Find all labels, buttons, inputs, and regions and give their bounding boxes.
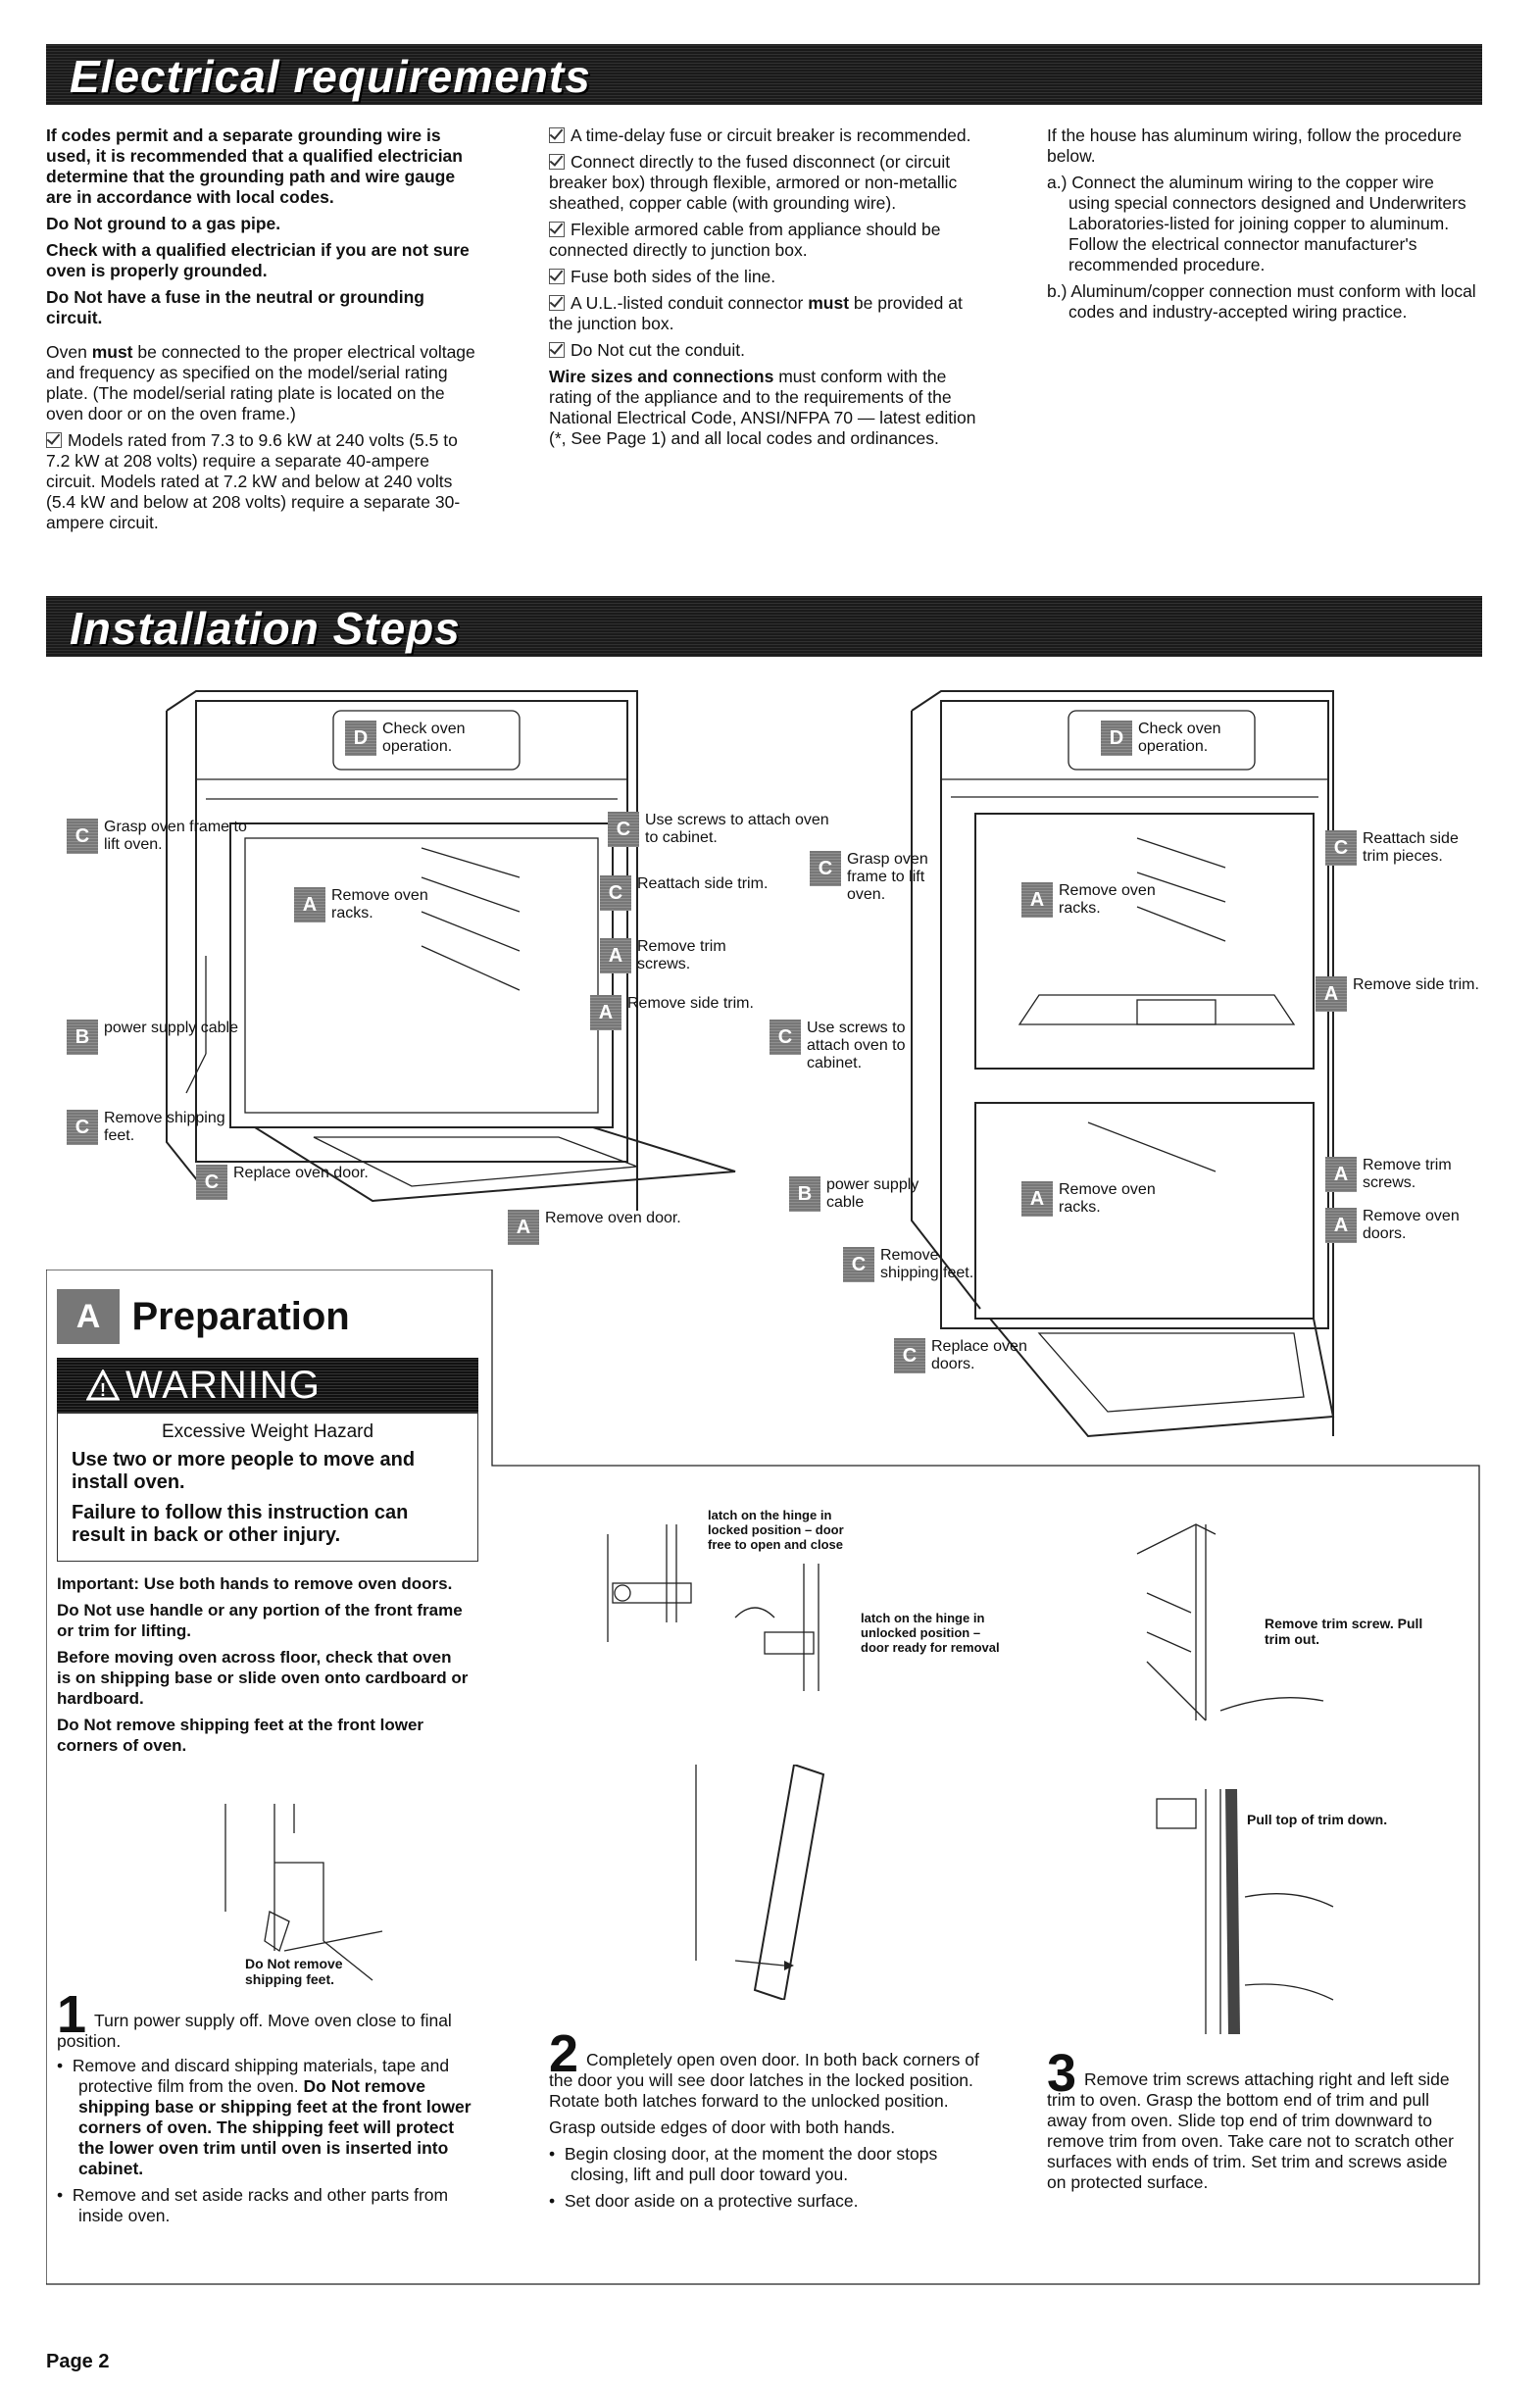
- important-note: Important: Use both hands to remove oven…: [57, 1574, 453, 1593]
- checkbox-icon: [549, 269, 565, 284]
- warning-bar: ! WARNING: [57, 1358, 478, 1413]
- aluminum-intro: If the house has aluminum wiring, follow…: [1047, 125, 1463, 166]
- installation-banner: Installation Steps: [46, 596, 1482, 657]
- preparation-frame: [46, 1270, 1480, 2285]
- step-2-bullet-2: • Set door aside on a protective surface…: [549, 2191, 859, 2211]
- step-1-bullet-1: • Remove and discard shipping materials,…: [57, 2056, 472, 2178]
- wire-sizes-paragraph: Wire sizes and connections must conform …: [549, 367, 976, 448]
- hinge-unlocked-label: latch on the hinge in unlocked position …: [861, 1611, 1000, 1655]
- shipping-feet-note: Do Not remove shipping feet at the front…: [57, 1716, 424, 1755]
- preparation-title: Preparation: [131, 1294, 350, 1338]
- electrical-col-2: A time-delay fuse or circuit breaker is …: [549, 125, 980, 455]
- fuse-neutral-note: Do Not have a fuse in the neutral or gro…: [46, 287, 424, 327]
- trim-screw-label: Remove trim screw. Pull trim out.: [1265, 1616, 1423, 1647]
- warning-line-2: Failure to follow this instruction can r…: [72, 1502, 409, 1546]
- pull-trim-illustration: [1156, 1789, 1334, 2034]
- step-2-bullet-1: • Begin closing door, at the moment the …: [549, 2144, 938, 2184]
- aluminum-step-a: a.) Connect the aluminum wiring to the c…: [1047, 173, 1466, 274]
- double-oven-diagram: [911, 690, 1335, 1438]
- svg-text:!: !: [100, 1380, 106, 1400]
- warning-triangle-icon: !: [86, 1370, 120, 1401]
- do-not-remove-label: Do Not remove shipping feet.: [245, 1956, 343, 1987]
- fuse-both-sides-item: Fuse both sides of the line.: [549, 267, 980, 287]
- hazard-title: Excessive Weight Hazard: [161, 1421, 374, 1442]
- preparation-heading: A Preparation: [57, 1289, 350, 1344]
- connect-directly-item: Connect directly to the fused disconnect…: [549, 152, 958, 213]
- flexible-cable-item: Flexible armored cable from appliance sh…: [549, 220, 941, 260]
- grounding-note: If codes permit and a separate grounding…: [46, 125, 463, 207]
- preparation-notes: Important: Use both hands to remove oven…: [57, 1573, 469, 1762]
- installation-title: Installation Steps: [70, 603, 461, 654]
- electrical-title: Electrical requirements: [70, 51, 591, 102]
- single-oven-diagram: [166, 690, 736, 1211]
- electrical-col-1: If codes permit and a separate grounding…: [46, 125, 477, 539]
- warning-box: Excessive Weight Hazard Use two or more …: [57, 1413, 478, 1562]
- handle-note: Do Not use handle or any portion of the …: [57, 1601, 463, 1640]
- hinge-illustration: [607, 1524, 820, 1691]
- electrical-col-3: If the house has aluminum wiring, follow…: [1047, 125, 1478, 328]
- voltage-paragraph: Oven must be connected to the proper ele…: [46, 342, 475, 423]
- checkbox-icon: [549, 295, 565, 311]
- door-removal-illustration: [695, 1765, 825, 2000]
- time-delay-item: A time-delay fuse or circuit breaker is …: [549, 125, 980, 146]
- hinge-locked-label: latch on the hinge in locked position – …: [708, 1508, 844, 1552]
- checkbox-icon: [549, 342, 565, 358]
- check-electrician-note: Check with a qualified electrician if yo…: [46, 240, 470, 280]
- floor-note: Before moving oven across floor, check t…: [57, 1648, 469, 1708]
- warning-line-1: Use two or more people to move and insta…: [72, 1449, 416, 1493]
- pull-trim-label: Pull top of trim down.: [1247, 1812, 1388, 1827]
- do-not-cut-item: Do Not cut the conduit.: [549, 340, 980, 361]
- step-1-bullet-2: • Remove and set aside racks and other p…: [57, 2185, 449, 2225]
- page-number: Page 2: [46, 2351, 110, 2372]
- checkbox-icon: [549, 222, 565, 237]
- electrical-banner: Electrical requirements: [46, 44, 1482, 105]
- models-rated-item: Models rated from 7.3 to 9.6 kW at 240 v…: [46, 430, 461, 532]
- step-2-grasp: Grasp outside edges of door with both ha…: [549, 2117, 896, 2137]
- shipping-feet-illustration: [224, 1804, 383, 1981]
- warning-text: WARNING: [125, 1364, 321, 1407]
- aluminum-step-b: b.) Aluminum/copper connection must conf…: [1047, 281, 1476, 322]
- checkbox-icon: [549, 127, 565, 143]
- gas-pipe-note: Do Not ground to a gas pipe.: [46, 214, 281, 233]
- checkbox-icon: [549, 154, 565, 170]
- trim-screw-illustration: [1136, 1523, 1324, 1721]
- checkbox-icon: [46, 432, 62, 448]
- conduit-connector-item: A U.L.-listed conduit connector must be …: [549, 293, 963, 333]
- letter-a-badge: A: [57, 1289, 120, 1344]
